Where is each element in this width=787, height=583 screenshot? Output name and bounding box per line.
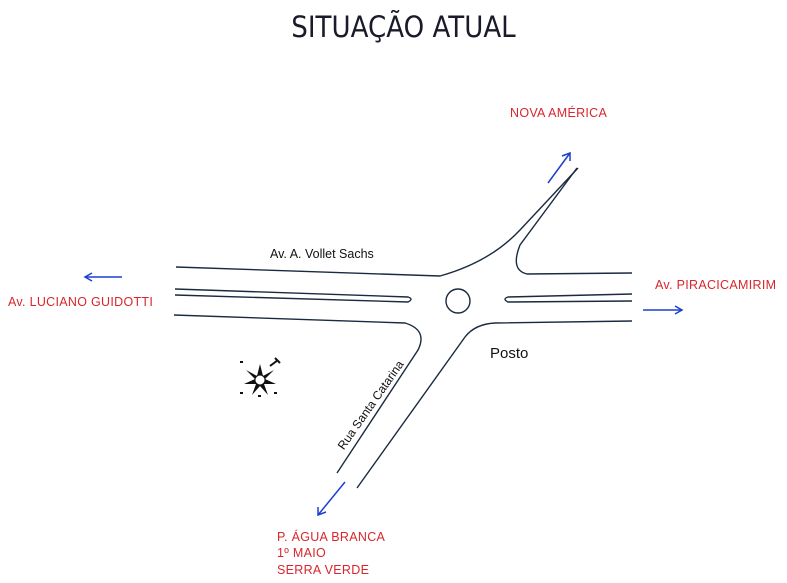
arrow-north-east-icon: [547, 151, 571, 184]
road-edge-southwest: [173, 314, 422, 474]
destination-south-west-3: SERRA VERDE: [277, 563, 370, 577]
destination-east: Av. PIRACICAMIRIM: [655, 278, 777, 292]
diagram-title: SITUAÇÃO ATUAL: [291, 10, 516, 44]
road-edge-northeast: [515, 167, 633, 275]
arrow-west-icon: [83, 272, 122, 282]
arrow-east-icon: [643, 305, 684, 315]
landmark-label: Posto: [490, 345, 529, 362]
median-west: [174, 288, 412, 303]
destination-north-east: NOVA AMÉRICA: [510, 106, 608, 120]
arrow-south-west-icon: [317, 481, 346, 517]
road-edge-southeast: [356, 320, 633, 489]
street-label-main: Av. A. Vollet Sachs: [270, 247, 374, 261]
roundabout: [445, 288, 471, 314]
destination-south-west-1: P. ÁGUA BRANCA: [277, 530, 386, 544]
destination-south-west-2: 1º MAIO: [277, 546, 327, 560]
median-east: [504, 293, 633, 303]
destination-west: Av. LUCIANO GUIDOTTI: [8, 295, 154, 309]
road-edge-north: [175, 167, 579, 277]
compass-rose-icon: [240, 357, 281, 397]
